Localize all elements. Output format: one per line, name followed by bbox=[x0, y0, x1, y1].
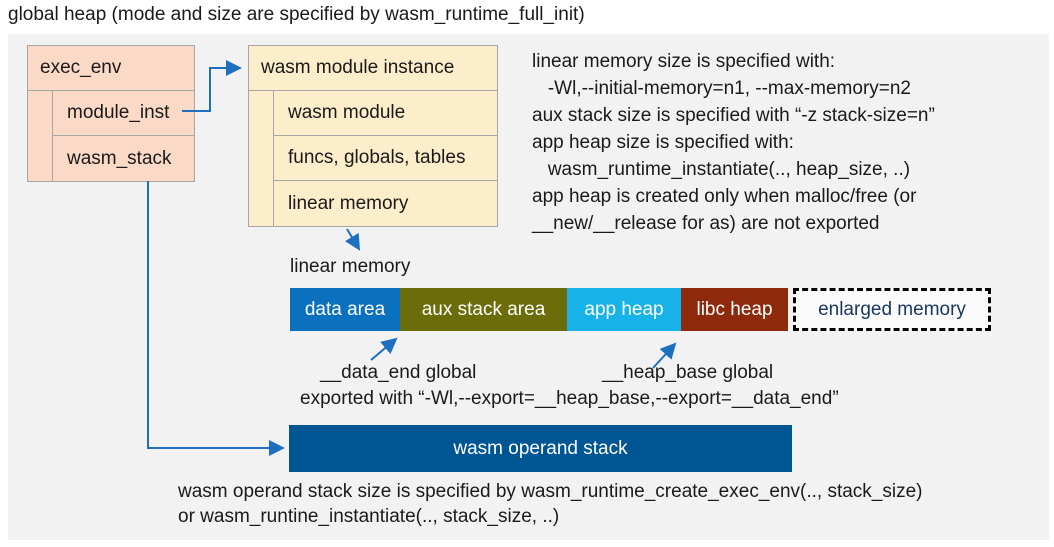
note-line: __new/__release for as) are not exported bbox=[532, 213, 880, 234]
data-end-global-label: __data_end global bbox=[320, 362, 477, 383]
note-line: -Wl,--initial-memory=n1, --max-memory=n2 bbox=[532, 78, 911, 99]
operand-stack-note-line2: or wasm_runtine_instantiate(.., stack_si… bbox=[178, 506, 560, 527]
segment-app-heap: app heap bbox=[567, 288, 681, 331]
exec-env-row-wasm-stack: wasm_stack bbox=[67, 147, 172, 169]
note-line: app heap is created only when malloc/fre… bbox=[532, 186, 917, 207]
instance-row-wasm-module: wasm module bbox=[274, 91, 497, 136]
segment-libc-heap: libc heap bbox=[681, 288, 788, 331]
instance-row-linear-memory: linear memory bbox=[288, 192, 409, 214]
instance-row-funcs-globals-tables: funcs, globals, tables bbox=[274, 136, 497, 181]
exec-env-gutter bbox=[28, 91, 53, 181]
wasm-module-instance-gutter bbox=[249, 91, 274, 226]
heap-base-global-label: __heap_base global bbox=[602, 362, 774, 383]
note-line: app heap size is specified with: bbox=[532, 132, 794, 153]
exec-env-box: exec_env module_inst wasm_stack bbox=[27, 45, 195, 182]
linear-memory-notes: linear memory size is specified with: -W… bbox=[532, 48, 935, 237]
diagram-title: global heap (mode and size are specified… bbox=[8, 4, 585, 25]
exec-env-header: exec_env bbox=[28, 46, 194, 91]
segment-enlarged-memory: enlarged memory bbox=[793, 288, 991, 331]
exported-note: exported with “-Wl,--export=__heap_base,… bbox=[300, 388, 839, 409]
exec-env-row-module-inst: module_inst bbox=[53, 91, 194, 136]
segment-aux-stack-area: aux stack area bbox=[400, 288, 567, 331]
note-line: wasm_runtime_instantiate(.., heap_size, … bbox=[532, 159, 911, 180]
wasm-operand-stack-bar: wasm operand stack bbox=[289, 425, 792, 472]
linear-memory-bar: data area aux stack area app heap libc h… bbox=[290, 288, 788, 331]
wasm-module-instance-box: wasm module instance wasm module funcs, … bbox=[248, 45, 498, 227]
note-line: aux stack size is specified with “-z sta… bbox=[532, 105, 935, 126]
linear-memory-label: linear memory bbox=[290, 256, 411, 277]
operand-stack-note-line1: wasm operand stack size is specified by … bbox=[178, 481, 923, 502]
segment-data-area: data area bbox=[290, 288, 400, 331]
wasm-module-instance-header: wasm module instance bbox=[249, 46, 497, 91]
note-line: linear memory size is specified with: bbox=[532, 51, 836, 72]
